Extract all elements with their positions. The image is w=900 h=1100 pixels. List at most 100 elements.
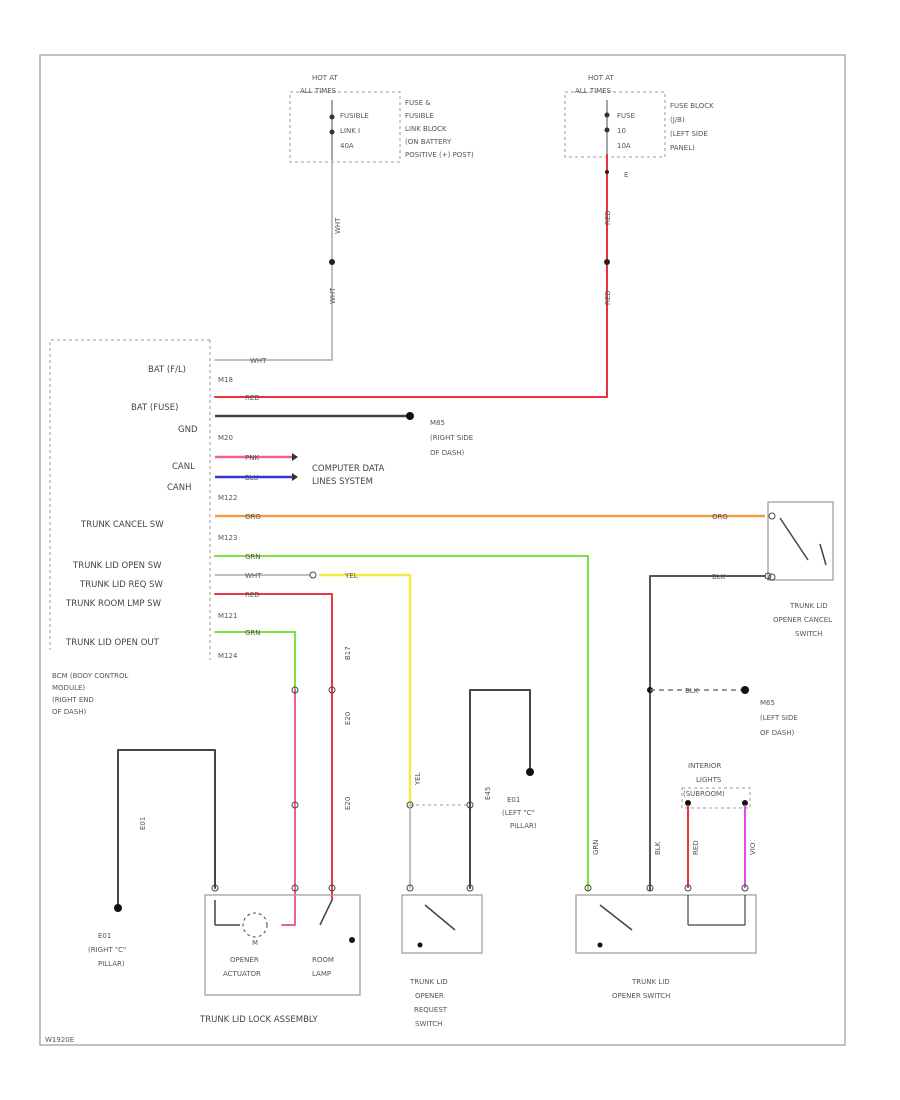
fuse-left-header-2: ALL TIMES	[300, 87, 337, 95]
request-switch-2: OPENER	[415, 992, 444, 1000]
fuse-left-side-4: (ON BATTERY	[405, 138, 452, 146]
opener-actuator-1: OPENER	[230, 956, 259, 964]
bcm-pin-bat-fl: BAT (F/L)	[148, 365, 186, 375]
bcm-desc-1: BCM (BODY CONTROL	[52, 672, 129, 680]
fuse-right-side-4: PANEL)	[670, 144, 695, 152]
fuse-block-left: HOT AT ALL TIMES FUSIBLE LINK I 40A FUSE…	[289, 74, 474, 163]
wire-label-wht-3: WHT	[250, 357, 267, 365]
bcm-pin-lid-open-out: TRUNK LID OPEN OUT	[65, 638, 160, 648]
fuse-left-inner-2: LINK I	[340, 127, 360, 135]
ground-m65-2: (LEFT SIDE	[760, 714, 798, 722]
bcm-pin-trunk-cancel: TRUNK CANCEL SW	[80, 520, 164, 530]
bcm-pin-canl: CANL	[172, 462, 195, 472]
conn-e20-a: E20	[344, 712, 352, 725]
wire-label-red-int: RED	[692, 840, 700, 855]
wire-label-blk-3: BLK	[654, 841, 662, 855]
conn-e01-right: E01	[139, 817, 147, 830]
cancel-switch-2: OPENER CANCEL	[773, 616, 832, 624]
wire-blk-opener: BLK BLK M65 (LEFT SIDE OF DASH) BLK	[647, 572, 798, 891]
wire-label-red-2: RED	[604, 290, 612, 305]
wire-wht-battery: WHT WHT WHT	[214, 159, 342, 365]
motor-label: M	[252, 939, 258, 947]
bcm-conn-m124: M124	[218, 652, 238, 660]
ground-m65-3: OF DASH)	[760, 729, 795, 737]
fuse-left-side-1: FUSE &	[405, 99, 431, 107]
wire-label-red-room: RED	[245, 591, 260, 599]
computer-data-2: LINES SYSTEM	[312, 477, 373, 487]
fuse-right-side-3: (LEFT SIDE	[670, 130, 708, 138]
fuse-left-side-2: FUSIBLE	[405, 112, 434, 120]
wire-label-grn-1: GRN	[245, 553, 261, 561]
wire-label-red-1: RED	[604, 210, 612, 225]
wire-label-pnk: PNK	[245, 454, 259, 462]
wire-ground-right-c: E01 E01 (RIGHT "C" PILLAR)	[88, 749, 219, 968]
wire-label-vio-int: VIO	[749, 842, 757, 855]
fuse-right-side-1: FUSE BLOCK	[670, 102, 714, 110]
bcm-desc-3: (RIGHT END	[52, 696, 94, 704]
interior-lights-3: (SUBROOM)	[683, 790, 725, 798]
wire-grn-actuator: GRN	[214, 629, 299, 926]
wire-label-blk-1: BLK	[712, 573, 726, 581]
wire-can-lines: PNK BLU COMPUTER DATA LINES SYSTEM	[215, 453, 385, 487]
cancel-switch-3: SWITCH	[795, 630, 822, 638]
conn-e45: E45	[484, 787, 492, 800]
wire-label-grn-2: GRN	[592, 839, 600, 855]
ground-m85-2: (RIGHT SIDE	[430, 434, 473, 442]
ground-e01-3: PILLAR)	[510, 822, 537, 830]
diagram-frame	[39, 54, 846, 1046]
trunk-lid-opener-switch: TRUNK LID OPENER SWITCH	[575, 884, 757, 1000]
bcm-conn-m123: M123	[218, 534, 237, 542]
ground-e01b-2: (RIGHT "C"	[88, 946, 126, 954]
bcm-pin-lid-open: TRUNK LID OPEN SW	[72, 561, 162, 571]
bcm-desc-2: MODULE)	[52, 684, 85, 692]
trunk-assembly-label: TRUNK LID LOCK ASSEMBLY	[199, 1015, 319, 1025]
bcm-conn-m18: M18	[218, 376, 233, 384]
fuse-left-inner-1: FUSIBLE	[340, 112, 369, 120]
bcm-pin-lid-req: TRUNK LID REQ SW	[79, 580, 164, 590]
bcm-conn-m122: M122	[218, 494, 237, 502]
request-switch-1: TRUNK LID	[409, 978, 448, 986]
wire-label-yel-2: YEL	[414, 772, 422, 786]
wire-label-grn-out: GRN	[245, 629, 261, 637]
wire-gnd-m85: M85 (RIGHT SIDE OF DASH)	[215, 412, 473, 457]
fuse-left-side-5: POSITIVE (+) POST)	[405, 151, 474, 159]
wire-label-blk-2: BLK	[685, 687, 699, 695]
fuse-right-side-2: (J/B)	[670, 116, 685, 124]
ground-e01-2: (LEFT "C"	[502, 809, 535, 817]
fuse-right-inner-3: 10A	[617, 142, 631, 150]
ground-e01b-3: PILLAR)	[98, 960, 125, 968]
fuse-right-inner-1: FUSE	[617, 112, 635, 120]
trunk-lid-request-switch: E45 E01 (LEFT "C" PILLAR) TRUNK LID OPEN…	[401, 689, 537, 1028]
interior-lights: INTERIOR LIGHTS (SUBROOM) RED VIO	[681, 762, 757, 888]
ground-e01-1: E01	[507, 796, 520, 804]
wire-label-wht-2: WHT	[329, 287, 337, 304]
fuse-left-header-1: HOT AT	[312, 74, 339, 82]
interior-lights-2: LIGHTS	[696, 776, 722, 784]
fuse-left-inner-3: 40A	[340, 142, 354, 150]
wire-label-red-3: RED	[245, 394, 260, 402]
bcm-module: BAT (F/L) M18 BAT (FUSE) GND M20 CANL CA…	[49, 339, 238, 716]
interior-lights-1: INTERIOR	[688, 762, 721, 770]
computer-data-1: COMPUTER DATA	[312, 464, 385, 474]
conn-b17: B17	[344, 646, 352, 660]
bcm-pin-gnd: GND	[178, 425, 198, 435]
bcm-conn-m121: M121	[218, 612, 237, 620]
opener-actuator-2: ACTUATOR	[223, 970, 261, 978]
ground-m85-3: OF DASH)	[430, 449, 465, 457]
opener-switch-2: OPENER SWITCH	[612, 992, 670, 1000]
fuse-left-side-3: LINK BLOCK	[405, 125, 447, 133]
request-switch-4: SWITCH	[415, 1020, 442, 1028]
trunk-lid-lock-assembly: M OPENER ACTUATOR ROOM LAMP TRUNK LID LO…	[199, 894, 361, 1025]
fuse-right-header-1: HOT AT	[588, 74, 615, 82]
room-lamp-1: ROOM	[312, 956, 334, 964]
ground-m85-1: M85	[430, 419, 445, 427]
bcm-pin-room-lmp: TRUNK ROOM LMP SW	[65, 599, 162, 609]
wire-label-org-2: ORG	[712, 513, 728, 521]
wire-label-yel-1: YEL	[344, 572, 358, 580]
wire-label-wht-req: WHT	[245, 572, 262, 580]
trunk-lid-cancel-switch: TRUNK LID OPENER CANCEL SWITCH	[767, 501, 834, 638]
figure-id: W1920E	[45, 1036, 74, 1044]
fuse-block-right: HOT AT ALL TIMES FUSE 10 10A FUSE BLOCK …	[564, 74, 714, 179]
ground-m65-1: M65	[760, 699, 775, 707]
